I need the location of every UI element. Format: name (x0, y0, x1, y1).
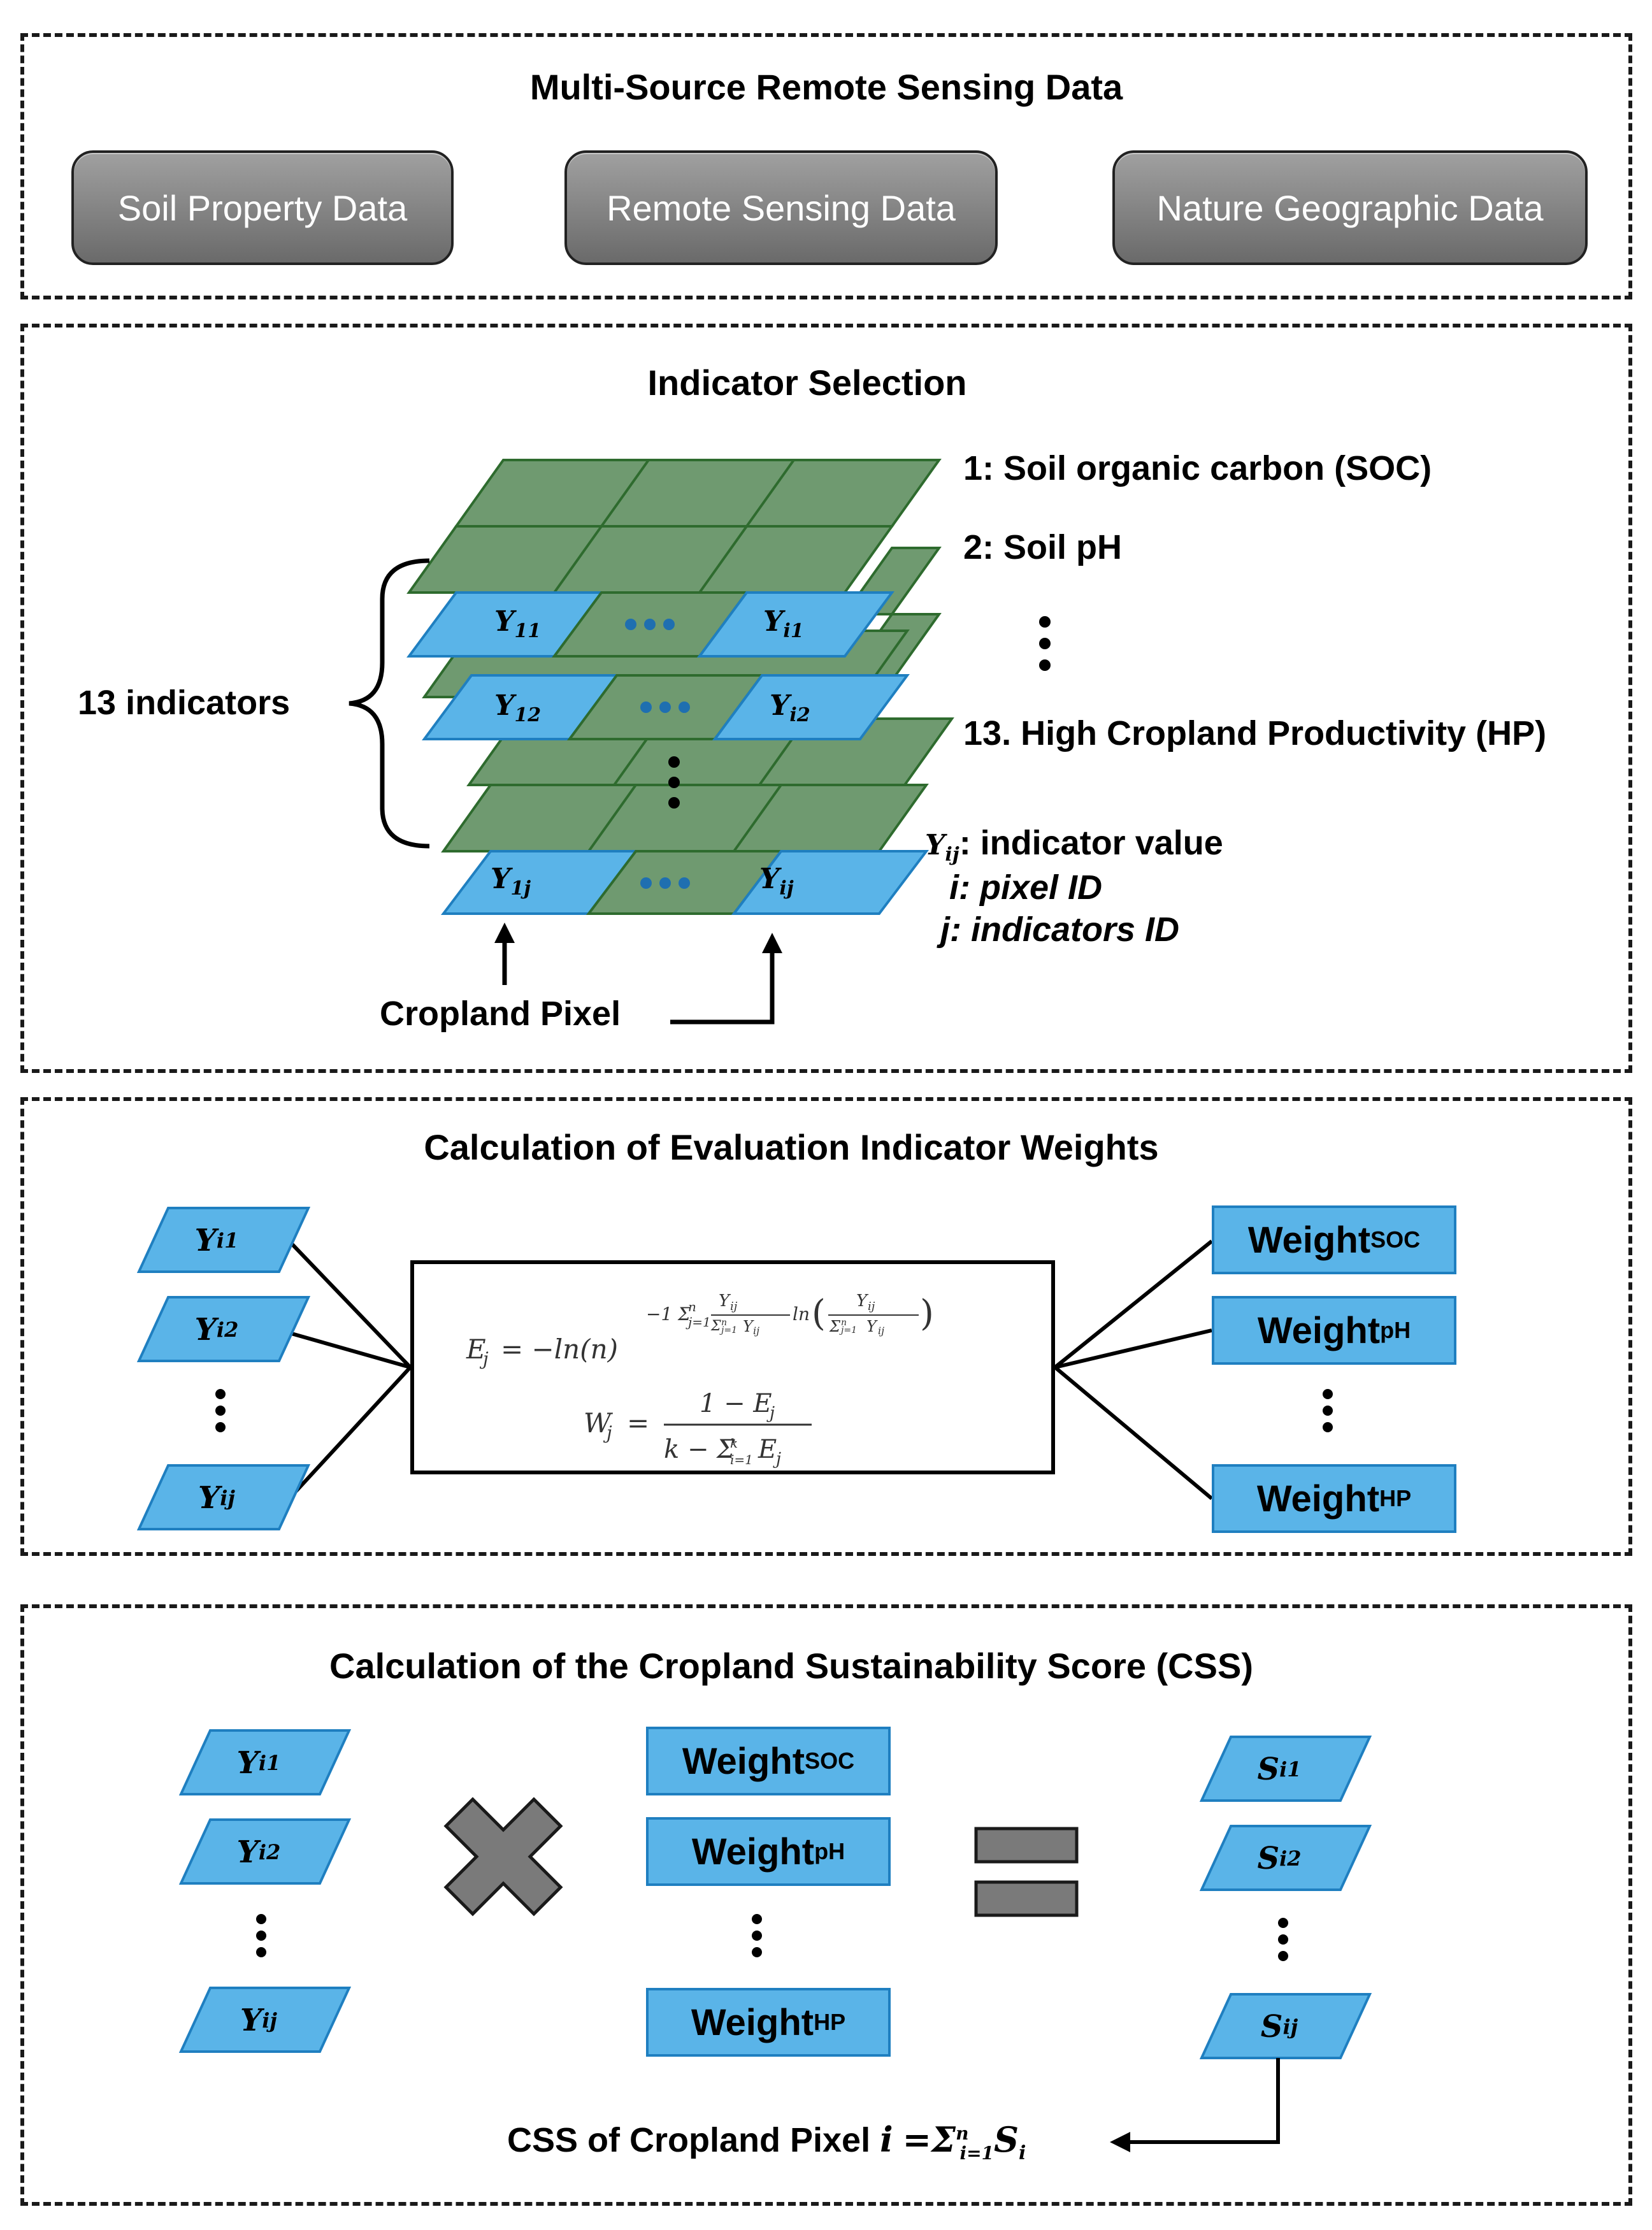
css-label: CSS of Cropland Pixel i =Σni=1Si (507, 2119, 1026, 2164)
svg-text:k: k (730, 1435, 738, 1451)
brace-label: 13 indicators (78, 684, 291, 722)
equals-icon (974, 1827, 1079, 1917)
svg-text:Σ: Σ (829, 1318, 841, 1335)
indicator-grid-layers (348, 459, 1051, 1025)
legend-yij: Yij: indicator value (925, 824, 1223, 866)
s4-score-shapes (1199, 1736, 1372, 2059)
grid-row-3 (440, 850, 930, 915)
svg-text:Σ: Σ (710, 1318, 721, 1334)
cropland-arrows (502, 937, 775, 1025)
cell-y11: Y11 (494, 605, 542, 642)
s3-input-shapes (136, 1207, 311, 1530)
section-data-sources: Multi-Source Remote Sensing Data Soil Pr… (20, 33, 1632, 299)
section-css: Calculation of the Cropland Sustainabili… (20, 1604, 1632, 2206)
s3-weight-dots (1321, 1389, 1334, 1439)
svg-text:ij: ij (868, 1300, 875, 1313)
svg-text:i=1: i=1 (730, 1452, 753, 1467)
section-weights: Calculation of Evaluation Indicator Weig… (20, 1097, 1632, 1556)
cell-yij: Yij (759, 863, 794, 900)
nature-geographic-box: Nature Geographic Data (1112, 150, 1588, 265)
svg-text:Y: Y (743, 1318, 754, 1335)
svg-text:ij: ij (753, 1325, 759, 1337)
cropland-pixel-label: Cropland Pixel (380, 995, 621, 1033)
svg-text:= −ln(n): = −ln(n) (501, 1334, 618, 1365)
indicator-1: 1: Soil organic carbon (SOC) (963, 449, 1432, 487)
soil-property-box: Soil Property Data (71, 150, 454, 265)
indicator-13: 13. High Cropland Productivity (HP) (963, 714, 1547, 752)
cell-yi2: Yi2 (770, 689, 810, 726)
s4-input-shapes (178, 1729, 352, 2053)
section-title: Calculation of the Cropland Sustainabili… (329, 1646, 1253, 1686)
svg-text:n: n (721, 1318, 727, 1328)
s4-input-dots (255, 1914, 268, 1964)
svg-text:ij: ij (730, 1300, 738, 1313)
svg-text:Y: Y (856, 1291, 869, 1311)
s4-weight-dots (751, 1914, 763, 1964)
section-title: Calculation of Evaluation Indicator Weig… (424, 1127, 1159, 1167)
svg-text:W: W (584, 1407, 614, 1439)
css-arrow (1125, 2058, 1280, 2144)
svg-text:E: E (466, 1334, 486, 1365)
svg-text:E: E (758, 1435, 777, 1464)
svg-text:Y: Y (719, 1291, 731, 1311)
svg-text:Y: Y (866, 1318, 878, 1335)
cell-y1j: Y1j (491, 863, 531, 900)
s4-score-dots (1277, 1918, 1289, 1967)
remote-sensing-box: Remote Sensing Data (564, 150, 998, 265)
section-title: Indicator Selection (647, 363, 967, 403)
section-title: Multi-Source Remote Sensing Data (529, 67, 1123, 107)
svg-text:): ) (920, 1293, 934, 1334)
layer-dots (668, 616, 1051, 809)
cell-yi1: Yi1 (763, 605, 804, 642)
svg-text:=: = (627, 1407, 649, 1439)
svg-text:j=1: j=1 (839, 1325, 857, 1335)
svg-text:1 − E: 1 − E (700, 1389, 772, 1418)
svg-text:(: ( (812, 1293, 826, 1334)
svg-text:n: n (841, 1318, 847, 1328)
s3-input-dots (214, 1389, 227, 1439)
svg-text:ij: ij (878, 1325, 884, 1337)
legend-j: j: indicators ID (940, 910, 1180, 949)
cell-y12: Y12 (494, 689, 542, 726)
multiply-icon (443, 1797, 563, 1917)
indicator-2: 2: Soil pH (963, 528, 1123, 566)
svg-text:n: n (688, 1299, 696, 1314)
svg-text:−1 Σ: −1 Σ (646, 1304, 691, 1325)
svg-text:k − Σ: k − Σ (664, 1435, 735, 1464)
svg-text:j=1: j=1 (719, 1325, 737, 1335)
svg-text:j=1: j=1 (686, 1314, 711, 1330)
brace (348, 558, 430, 849)
grid-row-1 (406, 591, 894, 658)
ellipsis-dots (625, 619, 690, 889)
section-indicator-selection: Indicator Selection (20, 324, 1632, 1073)
svg-text:ln: ln (793, 1304, 810, 1325)
legend-i: i: pixel ID (949, 868, 1103, 907)
